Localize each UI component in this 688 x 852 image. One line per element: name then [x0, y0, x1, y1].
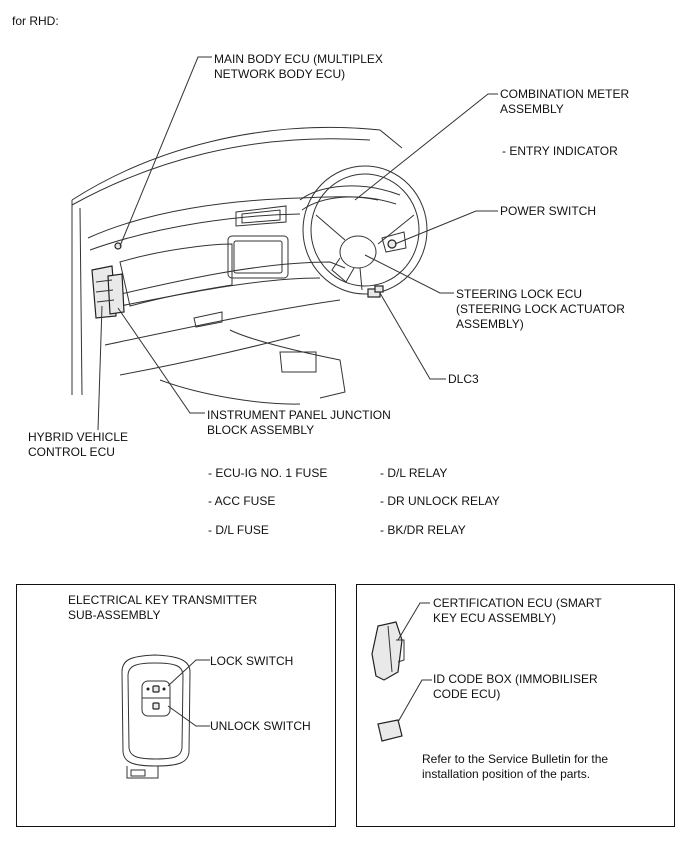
steering-lock-ecu-label: STEERING LOCK ECU (STEERING LOCK ACTUATO… [456, 287, 625, 331]
lock-button-icon [152, 685, 160, 693]
jb-part-item: - D/L FUSE [208, 523, 269, 537]
jb-part-item: - DR UNLOCK RELAY [380, 494, 500, 508]
power-switch-label: POWER SWITCH [500, 204, 596, 218]
lock-switch-label: LOCK SWITCH [210, 654, 294, 668]
key-fob-body [121, 654, 191, 767]
unlock-switch-label: UNLOCK SWITCH [210, 719, 311, 733]
hybrid-vehicle-ecu-label: HYBRID VEHICLE CONTROL ECU [28, 430, 129, 459]
service-bulletin-note: Refer to the Service Bulletin for the in… [422, 752, 609, 781]
jb-part-item: - D/L RELAY [380, 466, 448, 480]
key-transmitter-panel [16, 584, 336, 827]
instrument-panel-jb-label: INSTRUMENT PANEL JUNCTION BLOCK ASSEMBLY [207, 408, 391, 437]
dlc3-label: DLC3 [448, 372, 479, 386]
key-panel-title: ELECTRICAL KEY TRANSMITTER SUB-ASSEMBLY [68, 593, 258, 622]
jb-part-item: - ACC FUSE [208, 494, 276, 508]
variant-label: for RHD: [12, 14, 59, 28]
jb-part-item: - ECU-IG NO. 1 FUSE [208, 466, 328, 480]
ecu-parts-panel [356, 584, 675, 827]
entry-indicator-label: - ENTRY INDICATOR [502, 144, 618, 158]
combination-meter-label: COMBINATION METER ASSEMBLY [500, 87, 630, 116]
id-code-box-label: ID CODE BOX (IMMOBILISER CODE ECU) [433, 672, 598, 701]
certification-ecu-label: CERTIFICATION ECU (SMART KEY ECU ASSEMBL… [433, 596, 602, 625]
main-body-ecu-label: MAIN BODY ECU (MULTIPLEX NETWORK BODY EC… [214, 52, 383, 81]
jb-part-item: - BK/DR RELAY [380, 523, 466, 537]
certification-ecu-part [371, 621, 403, 681]
unlock-button-icon [152, 702, 160, 710]
